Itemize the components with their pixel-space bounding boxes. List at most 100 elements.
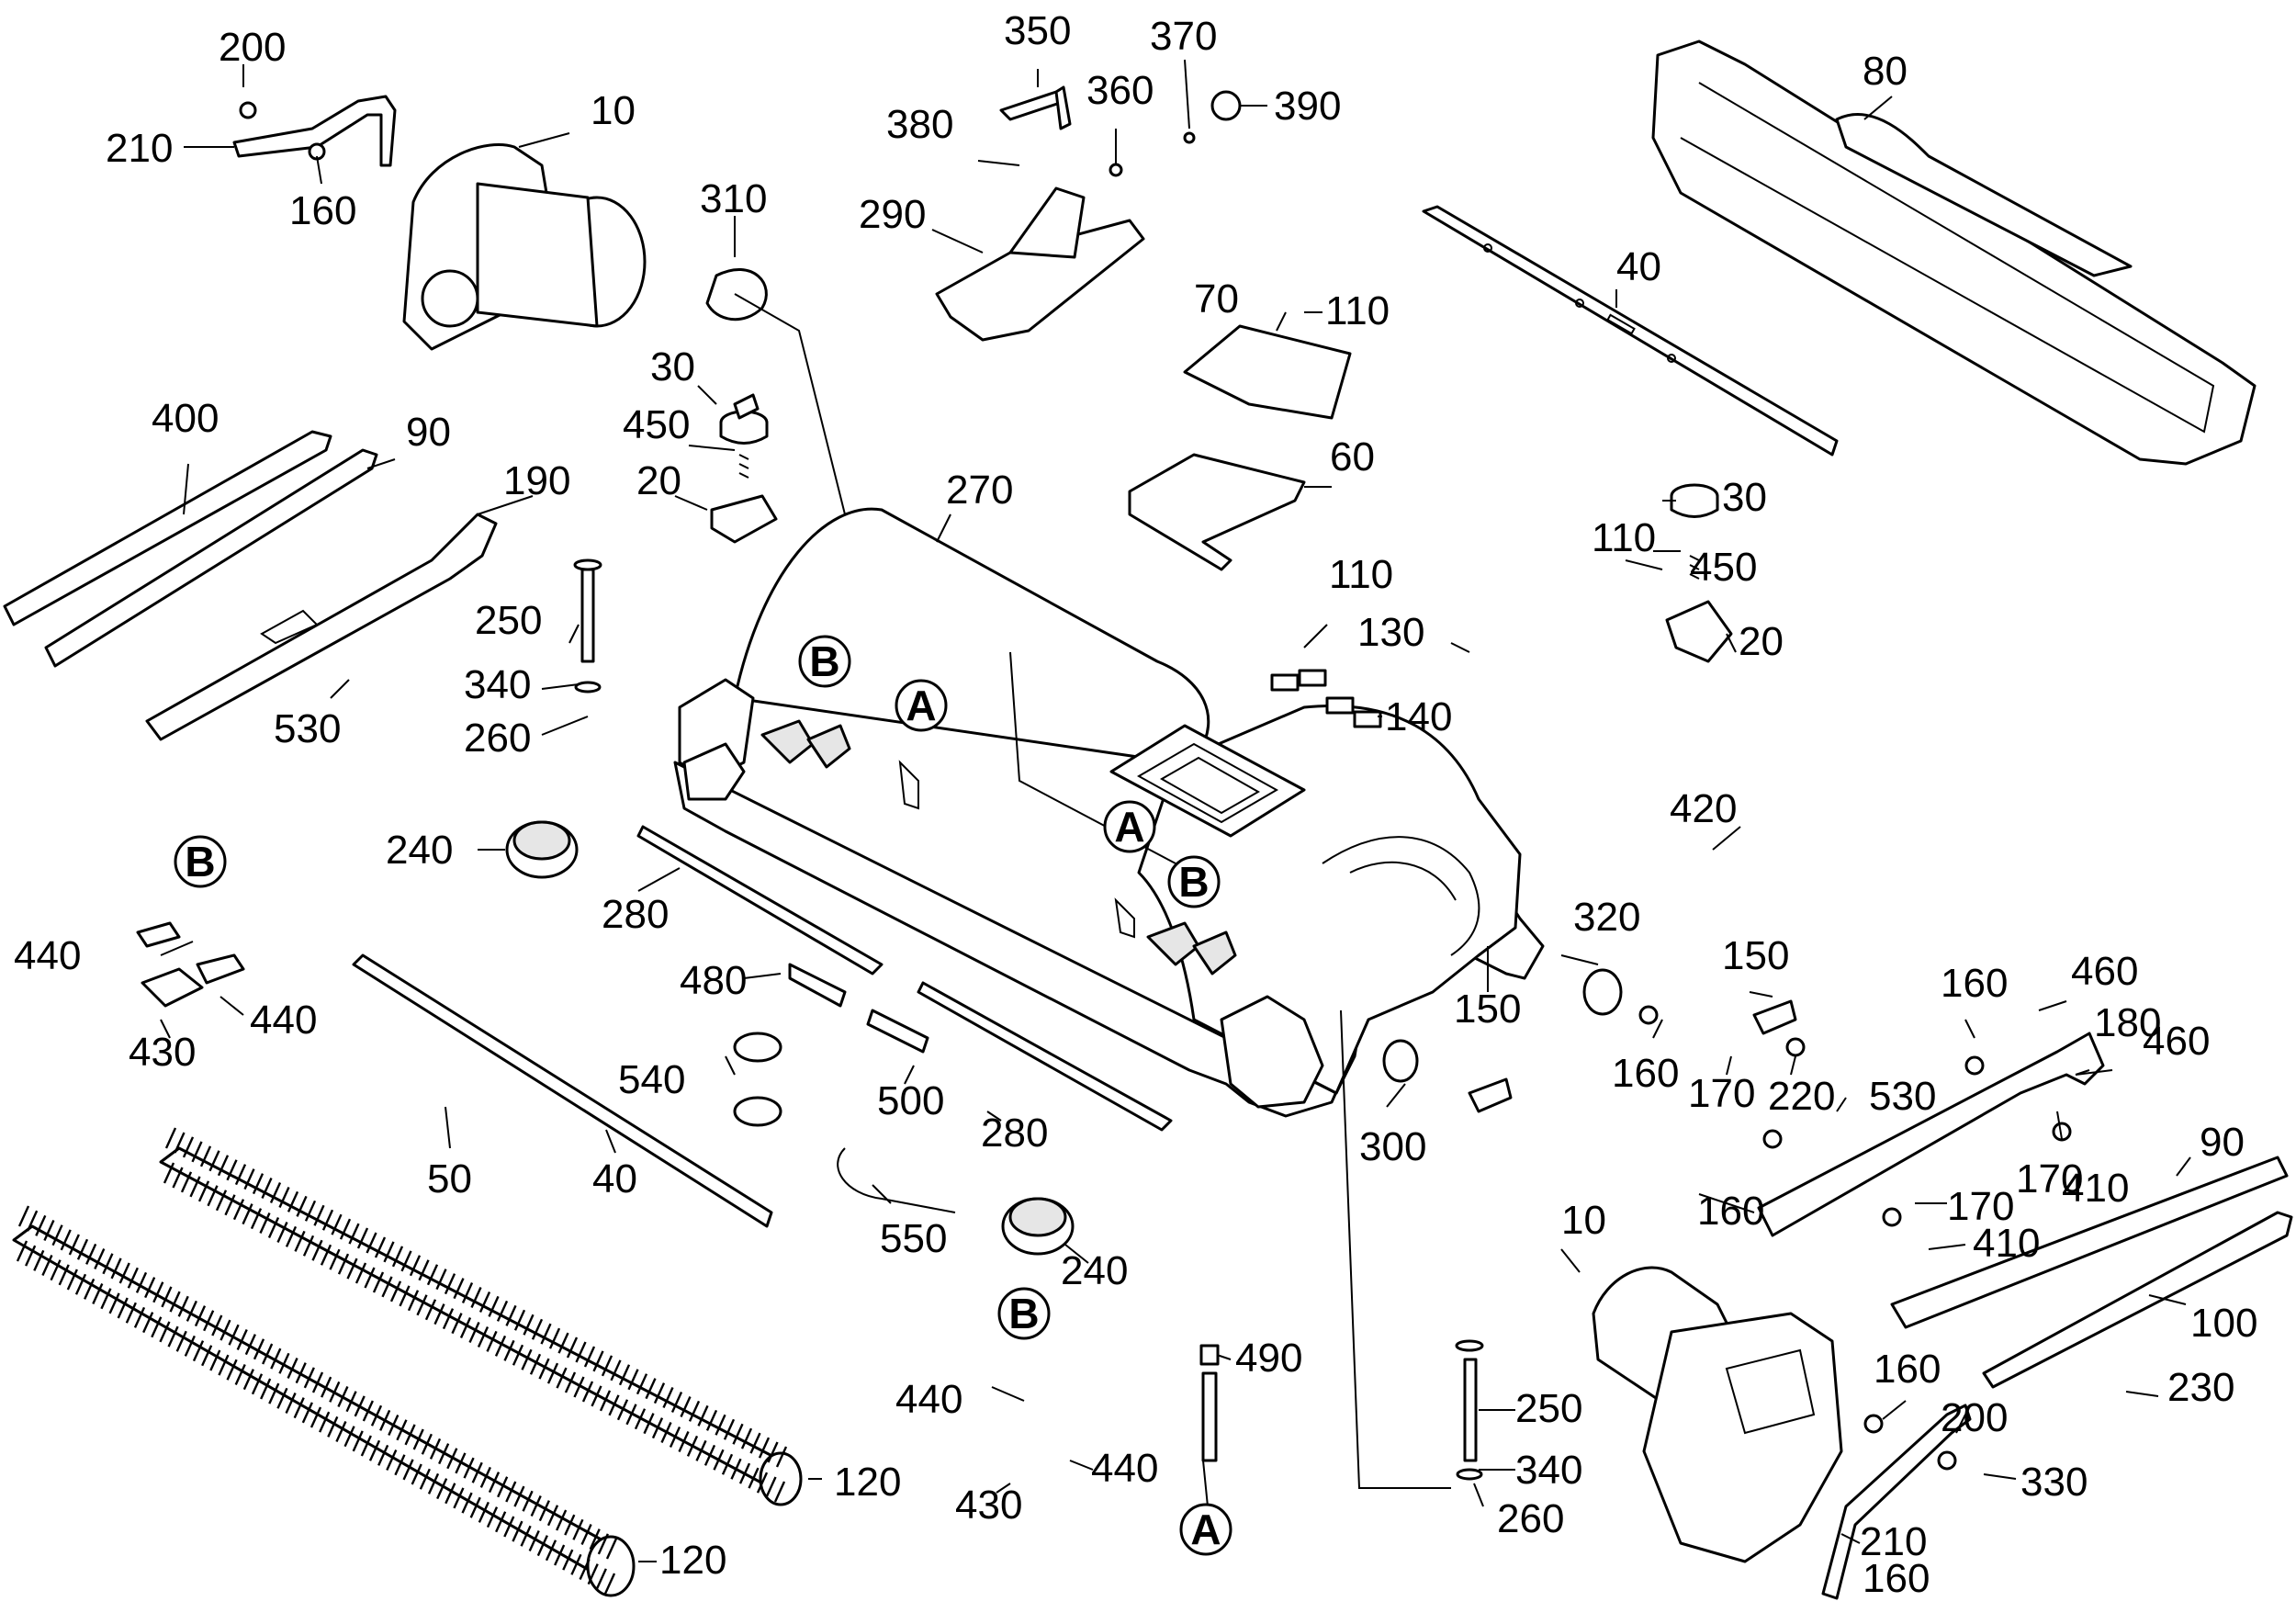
bristle xyxy=(427,1472,440,1494)
callout-label: 30 xyxy=(650,344,695,389)
bristle xyxy=(471,1461,483,1483)
bristle xyxy=(243,1168,255,1190)
bristle xyxy=(383,1241,395,1263)
bristle xyxy=(610,1359,622,1382)
bristle xyxy=(346,1257,358,1280)
bristle xyxy=(407,1290,420,1312)
wheel-240-right xyxy=(1001,1197,1075,1256)
bristle xyxy=(740,1427,753,1449)
bristle xyxy=(625,1404,637,1426)
callout-label: 440 xyxy=(895,1377,962,1422)
bristle xyxy=(488,1295,500,1317)
marker-label: B xyxy=(185,838,215,885)
bristle xyxy=(374,1236,387,1258)
bristle xyxy=(686,1435,699,1457)
bristle xyxy=(278,1186,290,1208)
bristle xyxy=(461,1492,473,1514)
plates-sleeves-left xyxy=(136,921,245,1008)
callout-label: 160 xyxy=(1697,1189,1764,1234)
bristle xyxy=(616,1399,629,1421)
bristle xyxy=(399,1285,411,1307)
callout-label: 250 xyxy=(1515,1386,1582,1431)
bristle xyxy=(424,1299,437,1321)
bristle xyxy=(530,1494,542,1517)
bristle xyxy=(730,1458,742,1480)
bristle xyxy=(455,1452,467,1474)
bristle xyxy=(513,1309,526,1331)
bristle xyxy=(164,1127,177,1149)
bristle xyxy=(85,1243,97,1265)
bristle xyxy=(678,1430,690,1452)
plate-70 xyxy=(1183,324,1352,420)
bristle xyxy=(94,1248,106,1270)
bristle xyxy=(285,1225,298,1247)
bristle xyxy=(267,1216,280,1238)
bristle xyxy=(302,1235,315,1257)
bristle xyxy=(538,1358,550,1380)
bristle xyxy=(68,1234,80,1256)
bristle xyxy=(25,1245,37,1267)
bristle xyxy=(528,1529,540,1551)
bristle xyxy=(295,1362,307,1384)
callout-label: 310 xyxy=(700,176,767,221)
bristle xyxy=(377,1444,389,1466)
flat-bar-top xyxy=(1422,205,1839,457)
callout-label: 480 xyxy=(680,958,747,1003)
bristle xyxy=(285,1392,297,1414)
bristle xyxy=(261,1178,273,1200)
bristle xyxy=(444,1273,456,1295)
reference-markers: B A A B B B A xyxy=(174,635,1232,1556)
callout-label: 110 xyxy=(1329,552,1393,597)
bristle xyxy=(411,1463,422,1485)
bristle xyxy=(421,1433,433,1455)
callout-label: 370 xyxy=(1150,14,1217,59)
bristle xyxy=(486,1330,498,1352)
bristle xyxy=(84,1278,96,1300)
callout-label: 490 xyxy=(1235,1336,1302,1381)
bristle xyxy=(583,1346,596,1368)
callout-label: 160 xyxy=(1874,1347,1941,1392)
callout-label: 160 xyxy=(1863,1556,1930,1601)
bristle xyxy=(538,1500,550,1522)
bristle xyxy=(605,1538,618,1560)
marker-label: B xyxy=(809,637,839,685)
bristle xyxy=(17,1205,30,1227)
callout-label: 240 xyxy=(1061,1248,1128,1293)
callout-label: 500 xyxy=(877,1078,944,1123)
bristle xyxy=(394,1454,406,1476)
bristle xyxy=(151,1316,163,1338)
bristle xyxy=(211,1314,223,1336)
bristle xyxy=(152,1281,164,1303)
bristle xyxy=(688,1400,701,1422)
bristle xyxy=(180,1171,193,1193)
callout-label: 430 xyxy=(955,1483,1022,1528)
callout-label: 440 xyxy=(1091,1446,1158,1491)
side-plates-right xyxy=(1757,1032,2293,1389)
bristle xyxy=(218,1354,230,1376)
callout-label: 150 xyxy=(1722,933,1789,978)
callout-label: 280 xyxy=(602,892,669,937)
bristle xyxy=(634,1408,647,1430)
callout-label: 550 xyxy=(880,1216,947,1261)
callout-label: 10 xyxy=(1561,1198,1606,1243)
bristle xyxy=(269,1181,282,1203)
callout-label: 340 xyxy=(464,662,531,707)
marker-label: A xyxy=(1190,1506,1221,1553)
bristle xyxy=(546,1505,559,1527)
callout-label: 50 xyxy=(427,1156,472,1201)
bristle xyxy=(163,1162,175,1184)
bristle xyxy=(436,1478,448,1500)
bristle xyxy=(331,1213,343,1235)
bristle xyxy=(201,1345,213,1367)
bristle xyxy=(339,1218,352,1240)
bristle xyxy=(389,1280,402,1303)
bristle xyxy=(294,1230,306,1252)
motor-bottom-right xyxy=(1592,1266,1843,1563)
bristle xyxy=(118,1262,130,1284)
bristle xyxy=(748,1467,760,1489)
callout-label: 170 xyxy=(2016,1156,2083,1201)
bristle xyxy=(636,1373,648,1395)
bristle xyxy=(404,1424,416,1446)
bristle xyxy=(41,1255,53,1277)
bristle xyxy=(335,1421,347,1443)
